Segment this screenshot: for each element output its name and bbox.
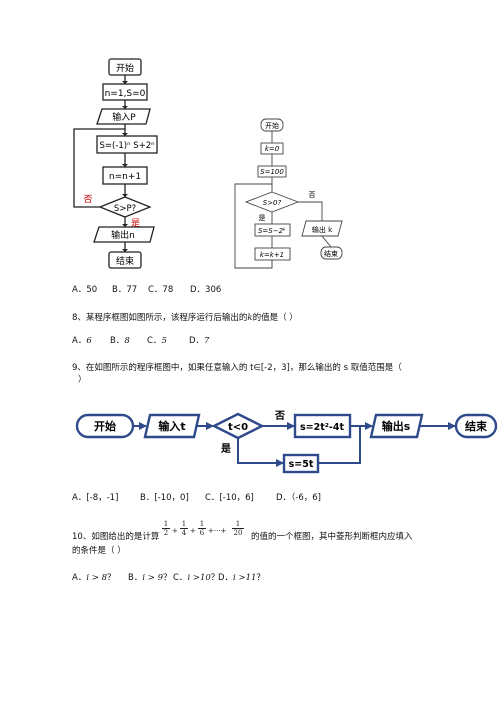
fa-no-label: 否	[83, 194, 92, 205]
q8-option-b: B．8	[110, 336, 130, 346]
q8-option-c: C．5	[147, 336, 167, 346]
q8-stem-text-a: 8、某程序框图如图所示，该程序运行后输出的	[72, 313, 248, 323]
fa-increment: n=n+1	[109, 172, 141, 182]
q7-option-b: B．77	[112, 285, 138, 295]
q8-option-d: D．7	[189, 336, 210, 346]
q10-stem-text-a: 10、如图给出的是计算	[72, 532, 160, 542]
fb-end: 结束	[324, 249, 338, 258]
q10-stem-text-b: 的值的一个框图，其中菱形判断框内应填入	[251, 532, 413, 542]
fb-output: 输出 k	[312, 225, 333, 234]
q9-option-c: C．[-10，6]	[205, 493, 254, 503]
fa-output: 输出n	[111, 229, 135, 241]
q9-branch-yes: s=5t	[289, 459, 314, 470]
fa-yes-label: 是	[131, 218, 140, 229]
q9-yes-label: 是	[220, 443, 231, 455]
q9-option-b: B．[-10，0]	[140, 493, 189, 503]
q9-no-label: 否	[274, 410, 285, 422]
fb-init-s: S=100	[260, 168, 284, 176]
fb-condition: S>0?	[263, 199, 282, 207]
q10-options: A．i > 8？ B．i > 9？ C．i >10？ D．i >11？	[72, 573, 332, 585]
fa-input: 输入P	[112, 111, 136, 123]
q9-option-d: D．（-6，6]	[276, 493, 321, 503]
q10-option-d: D．i >11？	[218, 573, 265, 583]
q7-option-a: A．50	[72, 285, 98, 295]
fa-end: 结束	[116, 255, 134, 267]
q9-stem-line2: ）	[78, 375, 87, 385]
q9-end: 结束	[464, 419, 488, 433]
fb-yes-label: 是	[259, 214, 266, 222]
q9-input: 输入t	[158, 419, 185, 433]
fb-init-k: k=0	[265, 145, 280, 153]
plus-1: +	[172, 527, 178, 535]
q10-stem-line2: 的条件是（ ）	[72, 546, 126, 556]
q9-condition: t<0	[228, 422, 248, 433]
fb-update: S=S−2ᵏ	[258, 227, 286, 235]
fa-update: S=(-1)ⁿ S+2ⁿ	[99, 141, 154, 151]
fb-no-label: 否	[309, 191, 316, 199]
fa-condition: S>P?	[114, 204, 136, 214]
flowchart-a: 开始 n=1,S=0 输入P S=(-1)ⁿ S+2ⁿ n=n+1 S>P? 否…	[73, 58, 158, 269]
q8-stem-text-b: 的值是（ ）	[252, 313, 298, 323]
fa-start: 开始	[116, 62, 134, 74]
q9-output: 输出s	[382, 419, 411, 433]
flowchart-b: 开始 k=0 S=100 S>0? 否 是 S=S−2ᵏ k=k+1 输出 k …	[234, 118, 343, 269]
fb-start: 开始	[265, 121, 279, 130]
q9-start: 开始	[94, 419, 116, 433]
fb-increment: k=k+1	[260, 251, 284, 259]
flowchart-q9: 开始 输入t t<0 否 是 s=2t²-4t s=5t 输出s 结束	[75, 410, 498, 474]
q10-option-b: B．i > 9？	[128, 573, 172, 583]
q10-option-c: C．i >10？	[173, 573, 220, 583]
dots: +···+	[208, 527, 227, 535]
q7-option-d: D．306	[190, 285, 222, 295]
q9-option-a: A．[-8，-1]	[72, 493, 119, 503]
fa-init: n=1,S=0	[105, 89, 146, 99]
plus-2: +	[190, 527, 196, 535]
q8-option-a: A．6	[72, 336, 92, 346]
q9-stem-line1: 9、在如图所示的程序框图中，如果任意输入的 t∈[-2，3]，那么输出的 s 取…	[72, 363, 402, 373]
q9-branch-no: s=2t²-4t	[300, 422, 344, 433]
q7-option-c: C．78	[148, 285, 174, 295]
q8-stem-var: k	[247, 313, 253, 323]
q10-option-a: A．i > 8？	[72, 573, 116, 583]
q8-stem: 8、某程序框图如图所示，该程序运行后输出的k的值是（ ）	[72, 313, 298, 324]
